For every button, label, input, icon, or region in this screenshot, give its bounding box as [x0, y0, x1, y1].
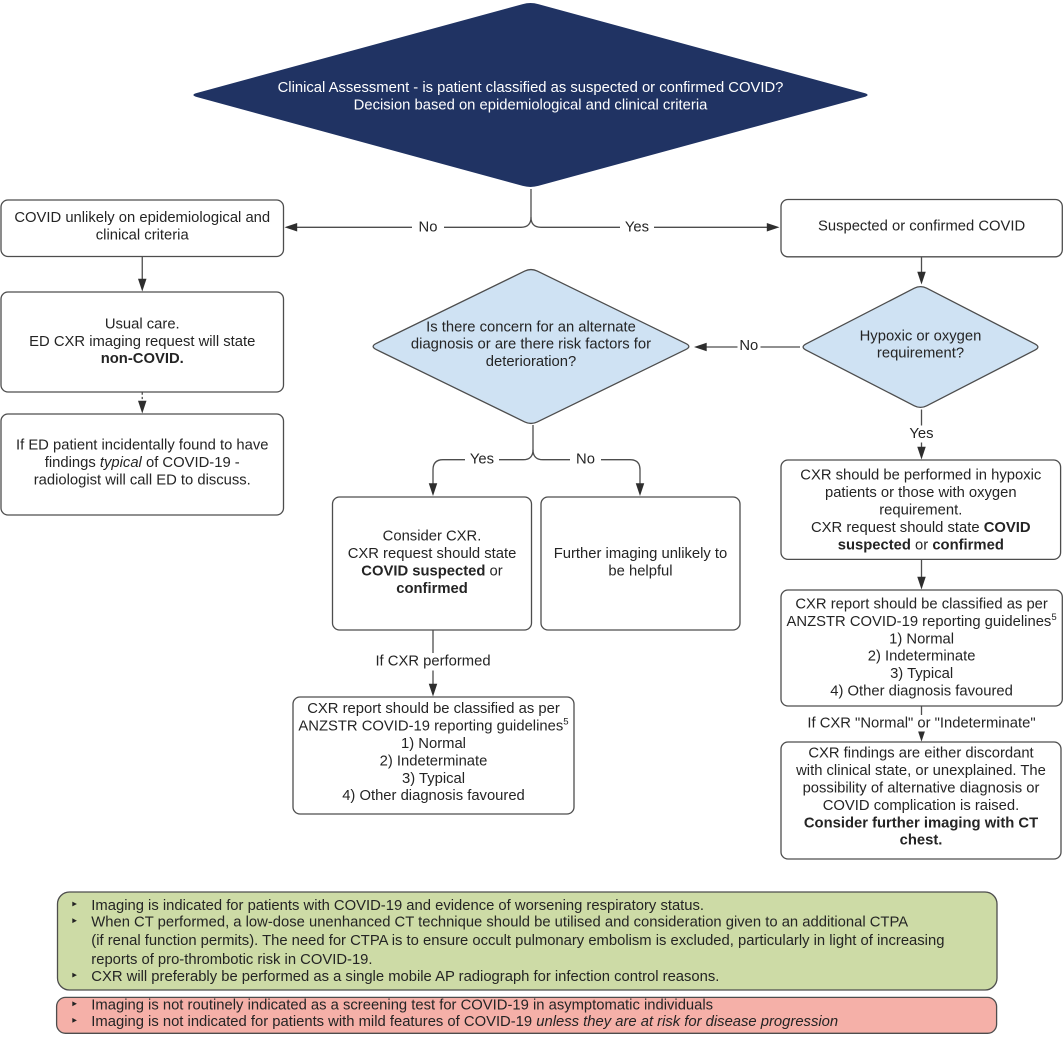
svg-text:Decision based on epidemiologi: Decision based on epidemiological and cl… — [354, 98, 708, 114]
svg-text:CXR report should be classifie: CXR report should be classified as per — [307, 701, 560, 717]
svg-text:If ED patient incidentally fou: If ED patient incidentally found to have — [16, 438, 269, 454]
svg-text:Imaging is indicated for patie: Imaging is indicated for patients with C… — [91, 898, 704, 914]
svg-text:Suspected or confirmed COVID: Suspected or confirmed COVID — [818, 219, 1025, 235]
svg-text:with clinical state, or unexpl: with clinical state, or unexplained. The — [795, 763, 1046, 779]
svg-text:No: No — [419, 219, 438, 235]
svg-text:ANZSTR COVID-19 reporting guid: ANZSTR COVID-19 reporting guidelines5 — [787, 611, 1057, 630]
svg-text:confirmed: confirmed — [396, 581, 468, 597]
svg-text:radiologist will call ED to di: radiologist will call ED to discuss. — [34, 472, 251, 488]
svg-text:Consider further imaging with: Consider further imaging with CT — [804, 815, 1038, 831]
svg-text:CXR should be performed in hyp: CXR should be performed in hypoxic — [800, 468, 1042, 484]
svg-text:ANZSTR COVID-19 reporting guid: ANZSTR COVID-19 reporting guidelines5 — [298, 716, 568, 735]
svg-text:CXR request should state COVID: CXR request should state COVID — [811, 520, 1031, 536]
svg-text:chest.: chest. — [900, 833, 943, 849]
svg-text:3) Typical: 3) Typical — [402, 771, 465, 787]
svg-text:Hypoxic or oxygen: Hypoxic or oxygen — [860, 328, 982, 344]
svg-text:be helpful: be helpful — [608, 563, 672, 579]
svg-text:requirement?: requirement? — [877, 346, 964, 362]
svg-text:patients or those with oxygen: patients or those with oxygen — [825, 485, 1017, 501]
svg-text:Yes: Yes — [625, 219, 649, 235]
svg-text:Yes: Yes — [470, 452, 494, 468]
svg-text:CXR findings are either discor: CXR findings are either discordant — [808, 746, 1033, 762]
svg-text:COVID suspected or: COVID suspected or — [361, 563, 503, 579]
svg-text:suspected or confirmed: suspected or confirmed — [838, 537, 1004, 553]
svg-text:ED CXR imaging request will st: ED CXR imaging request will state — [29, 334, 255, 350]
svg-text:Further imaging unlikely to: Further imaging unlikely to — [554, 546, 728, 562]
svg-text:2) Indeterminate: 2) Indeterminate — [868, 649, 976, 665]
svg-text:COVID unlikely on epidemiologi: COVID unlikely on epidemiological and — [14, 210, 270, 226]
svg-text:CXR will preferably be perform: CXR will preferably be performed as a si… — [91, 969, 719, 985]
svg-text:possibility of alternative dia: possibility of alternative diagnosis or — [803, 781, 1040, 797]
svg-text:1) Normal: 1) Normal — [889, 631, 954, 647]
svg-text:1) Normal: 1) Normal — [401, 736, 466, 752]
svg-text:No: No — [576, 452, 595, 468]
svg-text:(if renal function permits). T: (if renal function permits). The need fo… — [91, 933, 944, 949]
svg-text:CXR request should state: CXR request should state — [348, 546, 517, 562]
svg-text:If CXR performed: If CXR performed — [375, 654, 490, 670]
svg-text:4) Other diagnosis favoured: 4) Other diagnosis favoured — [830, 684, 1013, 700]
svg-text:4) Other diagnosis favoured: 4) Other diagnosis favoured — [342, 788, 525, 804]
svg-text:3) Typical: 3) Typical — [890, 666, 953, 682]
svg-text:Consider CXR.: Consider CXR. — [383, 529, 482, 545]
svg-text:non-COVID.: non-COVID. — [101, 351, 184, 367]
svg-text:findings typical of COVID-19 -: findings typical of COVID-19 - — [45, 455, 240, 471]
svg-text:COVID complication is raised.: COVID complication is raised. — [823, 798, 1020, 814]
svg-text:Imaging is not routinely indic: Imaging is not routinely indicated as a … — [91, 998, 713, 1014]
svg-text:Is there concern for an altern: Is there concern for an alternate — [426, 319, 636, 335]
svg-text:No: No — [739, 338, 758, 354]
svg-text:Imaging is not indicated for p: Imaging is not indicated for patients wi… — [91, 1014, 838, 1030]
svg-text:clinical criteria: clinical criteria — [96, 227, 190, 243]
svg-text:diagnosis or are there risk fa: diagnosis or are there risk factors for — [411, 337, 651, 353]
svg-text:2) Indeterminate: 2) Indeterminate — [380, 753, 488, 769]
svg-text:If CXR "Normal" or "Indetermin: If CXR "Normal" or "Indeterminate" — [807, 715, 1035, 731]
svg-text:deterioration?: deterioration? — [486, 354, 577, 370]
svg-text:Clinical Assessment - is patie: Clinical Assessment - is patient classif… — [278, 80, 784, 96]
svg-text:Usual care.: Usual care. — [105, 316, 180, 332]
svg-text:reports of pro-thrombotic risk: reports of pro-thrombotic risk in COVID-… — [91, 952, 372, 968]
svg-text:Yes: Yes — [909, 426, 933, 442]
svg-text:When CT performed, a low-dose: When CT performed, a low-dose unenhanced… — [91, 915, 908, 931]
svg-text:requirement.: requirement. — [879, 503, 962, 519]
svg-text:CXR report should be classifie: CXR report should be classified as per — [795, 597, 1048, 613]
